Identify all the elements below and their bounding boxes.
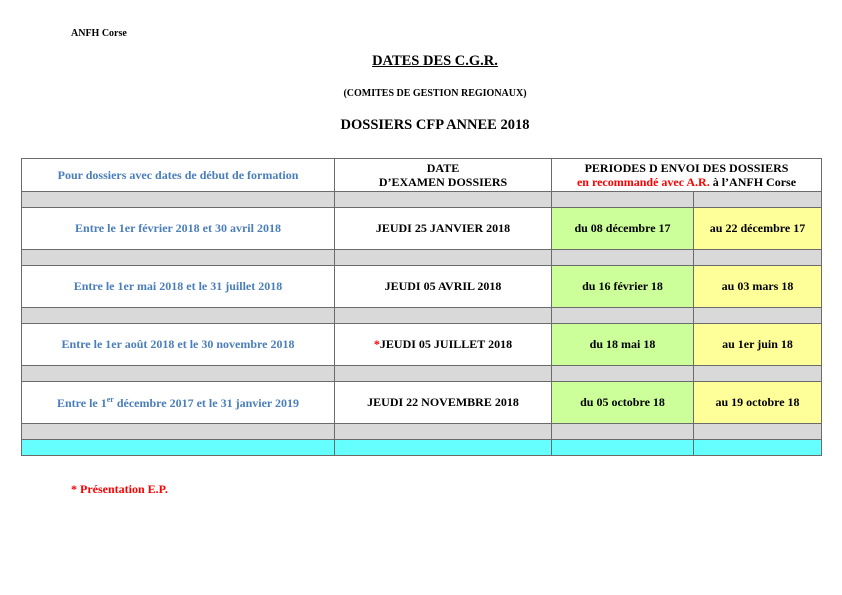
exam-date: JEUDI 22 NOVEMBRE 2018 [334,381,552,424]
header-scope: Pour dossiers avec dates de début de for… [21,158,335,192]
send-to-date: au 1er juin 18 [692,323,823,366]
send-to-date: au 19 octobre 18 [692,381,823,424]
table-row: Entre le 1er mai 2018 et le 31 juillet 2… [21,265,823,308]
ep-marker: * [373,337,380,351]
exam-date: JEUDI 05 AVRIL 2018 [334,265,552,308]
table-row: Entre le 1er décembre 2017 et le 31 janv… [21,381,823,424]
training-period: Entre le 1er mai 2018 et le 31 juillet 2… [21,265,335,308]
spacer-row [21,249,823,266]
send-from-date: du 08 décembre 17 [551,207,694,250]
training-period-sup: er [106,394,114,404]
table-header-row: Pour dossiers avec dates de début de for… [21,158,823,192]
training-period: Entre le 1er février 2018 et 30 avril 20… [21,207,335,250]
training-period: Entre le 1er août 2018 et le 30 novembre… [21,323,335,366]
send-from-date: du 16 février 18 [551,265,694,308]
header-exam-date-line2: D’EXAMEN DOSSIERS [378,175,508,189]
header-send-period-registered: en recommandé avec A.R. [576,175,710,189]
exam-date: *JEUDI 05 JUILLET 2018 [334,323,552,366]
header-exam-date: DATE D’EXAMEN DOSSIERS [334,158,552,192]
organization-name: ANFH Corse [71,28,127,39]
header-exam-date-line1: DATE [426,161,460,175]
page-subtitle: (COMITES DE GESTION REGIONAUX) [343,88,527,99]
spacer-row [21,423,823,440]
training-period-post: décembre 2017 et le 31 janvier 2019 [113,395,300,410]
training-period: Entre le 1er décembre 2017 et le 31 janv… [21,381,335,424]
header-send-period: PERIODES D ENVOI DES DOSSIERS en recomma… [550,158,823,192]
send-from-date: du 05 octobre 18 [551,381,694,424]
section-heading: DOSSIERS CFP ANNEE 2018 [340,117,530,133]
table-row: Entre le 1er août 2018 et le 30 novembre… [21,323,823,366]
send-to-date: au 03 mars 18 [692,265,823,308]
footnote: * Présentation E.P. [71,482,168,496]
page-title: DATES DES C.G.R. [372,53,498,69]
spacer-row [21,191,823,208]
send-to-date: au 22 décembre 17 [692,207,823,250]
exam-date-text: JEUDI 05 JUILLET 2018 [379,337,513,351]
training-period-pre: Entre le 1 [56,395,107,410]
table-row: Entre le 1er février 2018 et 30 avril 20… [21,207,823,250]
spacer-row [21,365,823,382]
header-send-period-rest: à l’ANFH Corse [709,175,797,189]
send-from-date: du 18 mai 18 [551,323,694,366]
spacer-row-cyan [21,439,823,456]
schedule-table: Pour dossiers avec dates de début de for… [21,158,823,456]
spacer-row [21,307,823,324]
header-send-period-line1: PERIODES D ENVOI DES DOSSIERS [584,161,789,175]
exam-date: JEUDI 25 JANVIER 2018 [334,207,552,250]
